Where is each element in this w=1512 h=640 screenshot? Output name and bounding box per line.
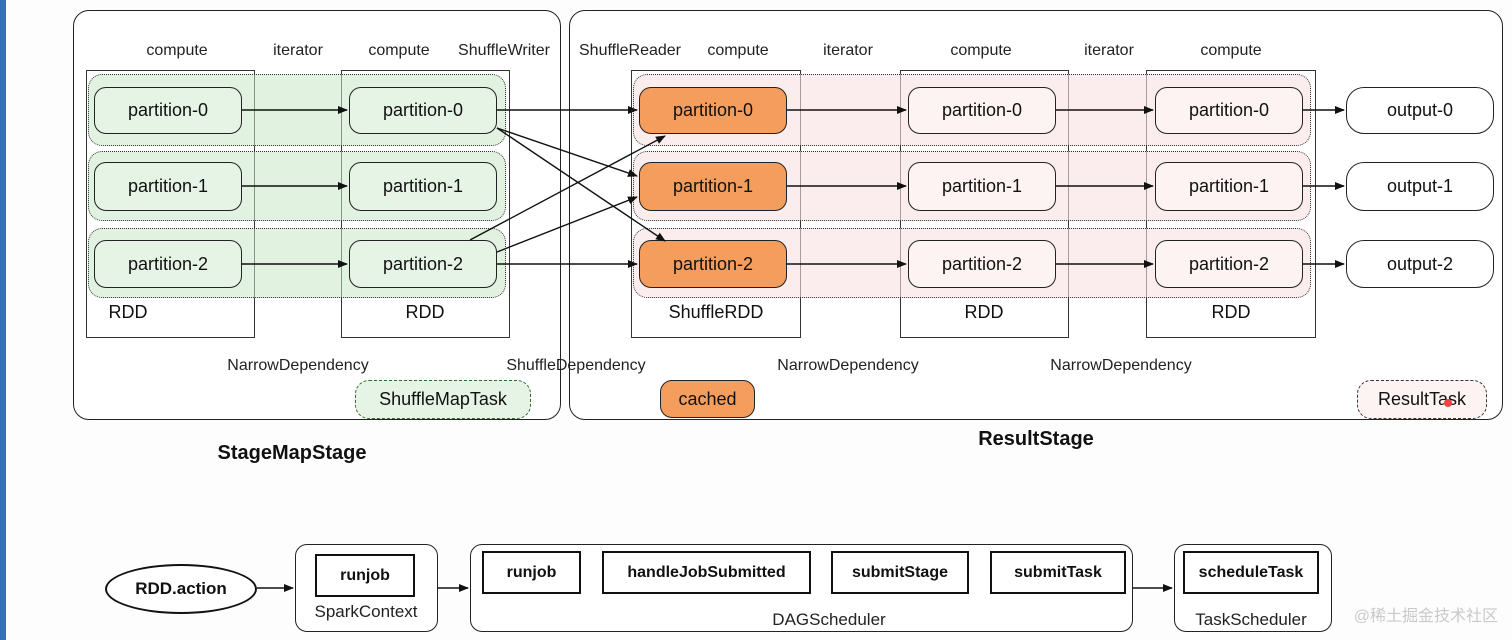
- compute-label-3: compute: [707, 42, 769, 59]
- map-rdd1-partition-1: partition-1: [94, 162, 242, 211]
- shuffle-reader-label: ShuffleReader: [579, 42, 681, 59]
- arrow-shuffle-0-2: [496, 127, 666, 242]
- dag-scheduler-label: DAGScheduler: [772, 610, 886, 629]
- map-rdd2-partition-0: partition-0: [349, 87, 497, 134]
- arrow-shuffle-2-1: [496, 196, 638, 253]
- dag-submit-task: submitTask: [990, 551, 1126, 594]
- rdd-label-result-1: RDD: [964, 302, 1004, 322]
- spark-context-runjob: runjob: [315, 554, 415, 597]
- map-rdd1-partition-2: partition-2: [94, 240, 242, 288]
- narrow-dependency-label-2: NarrowDependency: [777, 357, 919, 374]
- iterator-label-3: iterator: [1084, 42, 1134, 59]
- task-scheduler-label: TaskScheduler: [1195, 610, 1307, 629]
- arrow-shuffle-0-1: [496, 127, 638, 177]
- narrow-dependency-label-1: NarrowDependency: [227, 357, 369, 374]
- result-rdd2-partition-1: partition-1: [1155, 162, 1303, 211]
- cursor-marker: [1444, 399, 1452, 407]
- shuffle-map-task-badge: ShuffleMapTask: [355, 380, 531, 419]
- shuffle-rdd-partition-0: partition-0: [639, 87, 787, 134]
- result-rdd1-partition-1: partition-1: [908, 162, 1056, 211]
- result-rdd2-partition-0: partition-0: [1155, 87, 1303, 134]
- dag-handle-job-submitted: handleJobSubmitted: [602, 551, 811, 594]
- left-accent-bar: [0, 0, 6, 640]
- shuffle-dependency-label: ShuffleDependency: [506, 357, 646, 374]
- result-rdd1-partition-2: partition-2: [908, 240, 1056, 288]
- watermark: @稀土掘金技术社区: [1353, 608, 1498, 625]
- dag-runjob: runjob: [482, 551, 581, 594]
- iterator-label-2: iterator: [823, 42, 873, 59]
- iterator-label-1: iterator: [273, 42, 323, 59]
- dag-submit-stage: submitStage: [831, 551, 969, 594]
- compute-label-1: compute: [146, 42, 208, 59]
- rdd-label-result-2: RDD: [1211, 302, 1251, 322]
- shuffle-rdd-partition-2: partition-2: [639, 240, 787, 288]
- shuffle-writer-label: ShuffleWriter: [458, 42, 550, 59]
- cached-badge: cached: [660, 380, 755, 418]
- shuffle-rdd-partition-1: partition-1: [639, 162, 787, 211]
- task-scheduler-schedule-task: scheduleTask: [1183, 551, 1319, 594]
- result-rdd2-partition-2: partition-2: [1155, 240, 1303, 288]
- result-stage-title: ResultStage: [978, 428, 1094, 450]
- map-rdd1-partition-0: partition-0: [94, 87, 242, 134]
- compute-label-5: compute: [1200, 42, 1262, 59]
- rdd-action-node: RDD.action: [105, 564, 257, 614]
- shuffle-rdd-label: ShuffleRDD: [668, 302, 764, 322]
- stage-map-stage-title: StageMapStage: [217, 442, 367, 464]
- narrow-dependency-label-3: NarrowDependency: [1050, 357, 1192, 374]
- rdd-label-map-1: RDD: [108, 302, 148, 322]
- map-rdd2-partition-2: partition-2: [349, 240, 497, 288]
- result-rdd1-partition-0: partition-0: [908, 87, 1056, 134]
- output-1: output-1: [1346, 162, 1494, 211]
- compute-label-4: compute: [950, 42, 1012, 59]
- output-2: output-2: [1346, 240, 1494, 288]
- map-rdd2-partition-1: partition-1: [349, 162, 497, 211]
- output-0: output-0: [1346, 87, 1494, 134]
- compute-label-2: compute: [368, 42, 430, 59]
- arrow-shuffle-2-0: [469, 135, 666, 241]
- rdd-label-map-2: RDD: [405, 302, 445, 322]
- spark-context-label: SparkContext: [314, 602, 418, 621]
